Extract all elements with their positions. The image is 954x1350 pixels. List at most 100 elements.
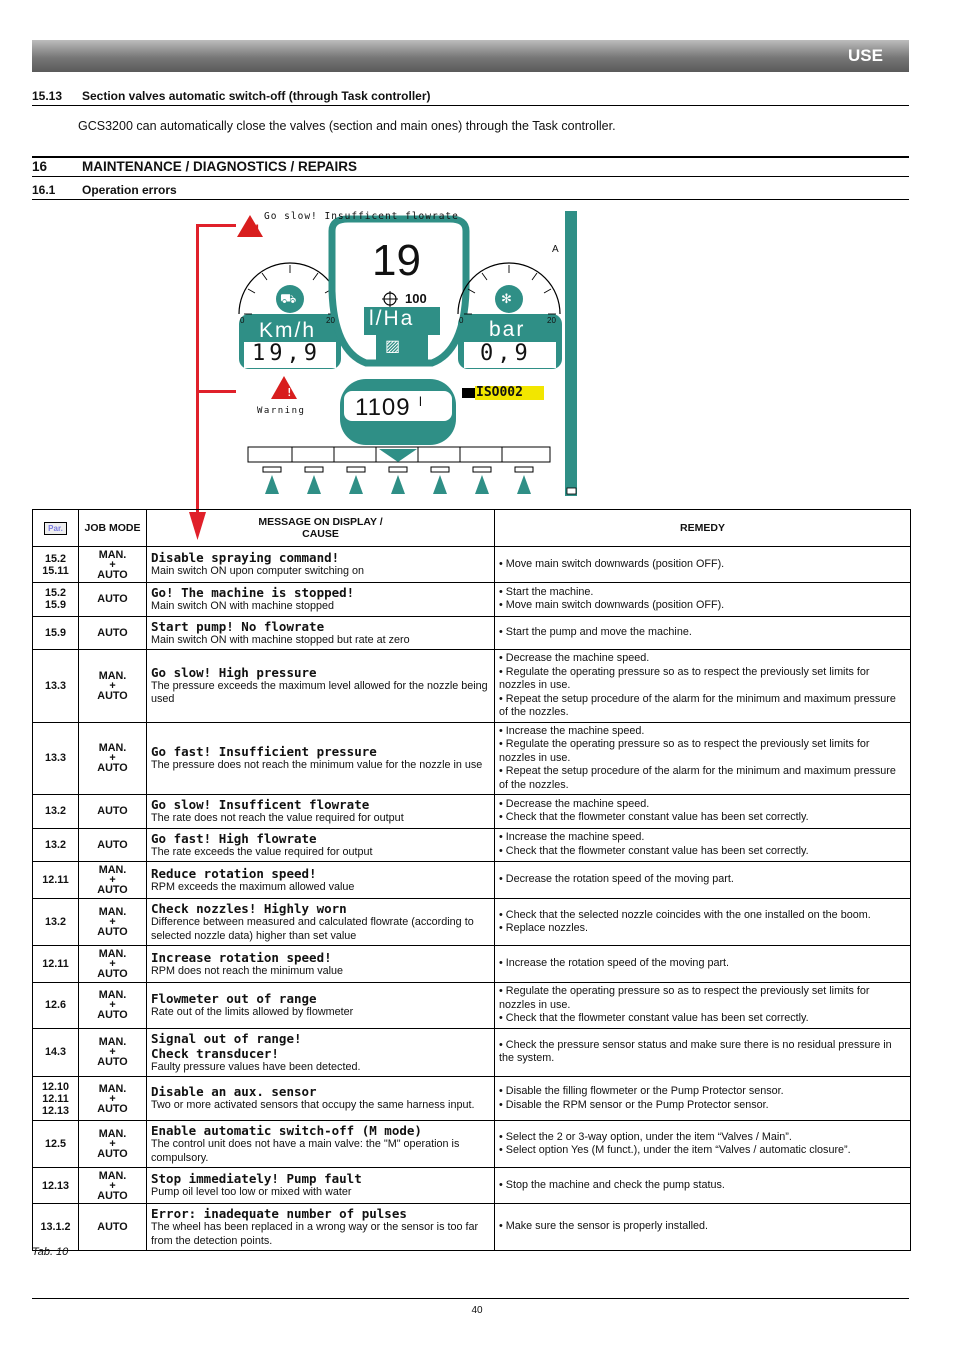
section-label: USE [848,46,883,65]
display-message: Check nozzles! Highly worn [151,901,347,916]
display-message: Go fast! High flowrate [151,830,317,846]
mode-cell: AUTO [78,615,147,650]
speed-value: 19,9 [252,341,321,366]
mode-label: MAN. [98,1036,127,1049]
rate-value: 19 [372,236,421,285]
divider [32,105,909,106]
par-ref: 14.3 [44,1046,66,1059]
plus-sign: + [109,1046,116,1059]
remedy-item: • Decrease the machine speed. [499,652,650,664]
par-ref: 13.1.2 [40,1221,71,1233]
par-ref: 15.9 [44,599,66,612]
display-message: Reduce rotation speed! [151,865,317,881]
remedy-item: • Increase the machine speed. [499,724,645,737]
remedy-item: • Select the 2 or 3-way option, under th… [499,1130,792,1143]
mode-label: AUTO [97,626,128,639]
par-ref: 12.11 [42,958,69,970]
pointer-line [196,224,199,514]
heading-title: MAINTENANCE / DIAGNOSTICS / REPAIRS [82,159,358,174]
display-message: Go slow! Insufficent flowrate [151,797,370,812]
heading-title: Section valves automatic switch-off (thr… [82,89,431,103]
remedy-item: • Disable the filling flowmeter or the P… [499,1085,784,1097]
remedy-item: • Repeat the setup procedure of the alar… [499,692,896,719]
table-header-row: Par. JOB MODE MESSAGE ON DISPLAY /CAUSE … [32,509,911,547]
cause-text: Pump oil level too low or mixed with wat… [151,1186,352,1199]
mode-label: AUTO [97,968,128,980]
remedy-item: • Repeat the setup procedure of the alar… [499,765,896,791]
plus-sign: + [109,752,116,765]
message-cell: Increase rotation speed!RPM does not rea… [146,945,495,983]
gauge-max: 20 [326,316,335,325]
warning-mark: ! [253,223,262,239]
mode-label: AUTO [97,1056,128,1069]
cause-text: Difference between measured and calculat… [151,916,474,942]
par-ref: 12.6 [44,999,66,1012]
cause-text: The pressure does not reach the minimum … [151,759,483,771]
remedy-item: • Stop the machine and check the pump st… [499,1178,725,1191]
remedy-item: • Start the machine. [499,585,594,598]
remedy-item: • Check that the flowmeter constant valu… [499,1012,809,1024]
display-message: Start pump! No flowrate [151,618,325,634]
cause-text: Main switch ON with machine stopped [151,600,335,612]
warning-mark: ! [286,386,293,399]
remedy-cell: • Disable the filling flowmeter or the P… [494,1076,911,1121]
plus-sign: + [109,1092,116,1105]
nozzle-icon: ▨ [385,338,401,355]
message-header-line: MESSAGE ON DISPLAY / [258,516,383,528]
remedy-cell: • Increase the rotation speed of the mov… [494,945,911,983]
remedy-item: • Decrease the rotation speed of the mov… [499,873,734,886]
cause-text: RPM does not reach the minimum value [151,964,344,977]
gauge-min: 0 [240,316,245,325]
mode-label: MAN. [98,948,127,960]
plus-sign: + [109,1138,116,1150]
remedy-item: • Check the pressure sensor status and m… [499,1038,892,1065]
remedy-cell: • Increase the machine speed.• Regulate … [494,721,911,795]
divider [32,199,909,200]
mode-cell: MAN.+AUTO [78,546,147,583]
mode-cell: MAN.+AUTO [78,861,147,899]
cause-text: Main switch ON upon computer switching o… [151,565,365,578]
tractor-icon: ⛟ [280,291,297,306]
remedy-item: • Select option Yes (M funct.), under th… [499,1144,851,1156]
gauge-min: 0 [459,316,464,325]
job-mode-header: JOB MODE [78,509,147,547]
remedy-header: REMEDY [494,509,911,547]
remedy-item: • Replace nozzles. [499,922,589,934]
tank-unit: l [419,394,422,409]
header-bar: USE [32,40,909,72]
remedy-cell: • Select the 2 or 3-way option, under th… [494,1120,911,1168]
plus-sign: + [109,916,116,928]
heading-number: 16 [32,159,48,174]
remedy-item: • Check that the flowmeter constant valu… [499,811,809,824]
par-ref: 12.11 [42,1092,69,1105]
tank-value: 1109 [355,394,411,421]
mode-cell: MAN.+AUTO [78,945,147,983]
cause-text: Main switch ON with machine stopped but … [151,633,410,646]
remedy-cell: • Decrease the machine speed.• Regulate … [494,649,911,723]
display-message: Check transducer! [151,1045,279,1061]
mode-label: MAN. [98,548,127,561]
gauge-max: 20 [547,316,556,325]
par-cell: 13.2 [32,827,79,862]
mode-label: MAN. [98,864,127,876]
mode-cell: AUTO [78,1203,147,1251]
mode-cell: AUTO [78,827,147,862]
par-ref: 12.5 [44,1138,66,1150]
par-header: Par. [32,509,79,547]
mode-cell: MAN.+AUTO [78,721,147,795]
plus-sign: + [109,558,116,571]
mode-cell: MAN.+AUTO [78,898,147,946]
display-message: Go slow! High pressure [151,664,317,680]
